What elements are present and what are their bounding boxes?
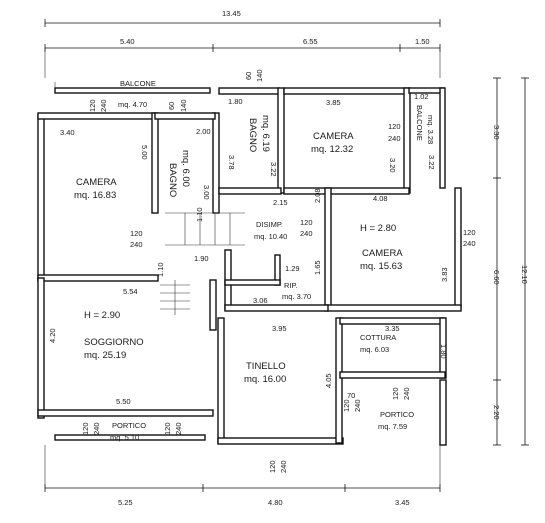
opening-10-h: 240 (130, 240, 143, 249)
balcone-right-area: mq. 3.28 (426, 115, 435, 144)
right-dim-2: 6.60 (492, 270, 501, 285)
dim-500: 5.00 (140, 145, 149, 160)
dim-322b: 3.22 (427, 155, 436, 170)
opening-6-h: 240 (279, 460, 288, 473)
dim-385: 3.85 (326, 98, 341, 107)
dim-60: 60 (244, 72, 253, 80)
dim-70: 70 (347, 391, 355, 400)
opening-3-w: 120 (463, 228, 476, 237)
top-dim-3: 1.50 (415, 37, 430, 46)
tinello-name: TINELLO (246, 361, 286, 372)
soggiorno-name: SOGGIORNO (84, 337, 144, 348)
opening-8-h: 240 (353, 399, 362, 412)
stairs (160, 212, 245, 315)
bagno1-name: BAGNO (167, 163, 178, 197)
dim-550: 5.50 (116, 397, 131, 406)
dim-140: 140 (255, 69, 264, 82)
camera-top-name: CAMERA (313, 131, 354, 142)
camera-right-name: CAMERA (362, 248, 403, 259)
bottom-dim-1: 5.25 (118, 498, 133, 507)
soggiorno-area: mq. 25.19 (84, 350, 126, 361)
dim-200: 2.00 (196, 127, 211, 136)
camera-right-height: H = 2.80 (360, 223, 396, 234)
opening-9-h: 240 (300, 229, 313, 238)
bagno1-area: mq. 6.00 (180, 150, 191, 187)
opening-4-w: 120 (81, 422, 90, 435)
opening-7-w: 120 (391, 387, 400, 400)
opening-5-h: 240 (174, 422, 183, 435)
opening-8-w: 120 (342, 399, 351, 412)
disimp-area: mq. 10.40 (254, 232, 287, 241)
dim-306: 3.06 (253, 296, 268, 305)
dim-180b: 1.80 (439, 344, 448, 359)
openings: 120 240 120 240 120 240 120 240 120 240 … (81, 99, 476, 473)
opening-2-w: 120 (388, 122, 401, 131)
top-dim-2: 6.55 (303, 37, 318, 46)
overall-width-label: 13.45 (222, 9, 241, 18)
dim-165: 1.65 (313, 260, 322, 275)
dim-554: 5.54 (123, 287, 138, 296)
dim-340: 3.40 (60, 128, 75, 137)
opening-1-w: 120 (88, 99, 97, 112)
camera-top-area: mq. 12.32 (311, 144, 353, 155)
cottura-area: mq. 6.03 (360, 345, 389, 354)
dim-110b: 1.10 (156, 262, 165, 277)
opening-5-w: 120 (163, 422, 172, 435)
dim-383: 3.83 (440, 267, 449, 282)
opening-3-h: 240 (463, 239, 476, 248)
bagno2-name: BAGNO (247, 118, 258, 152)
bottom-dim-2: 4.80 (268, 498, 283, 507)
opening-9-w: 120 (300, 218, 313, 227)
opening-6-w: 120 (268, 460, 277, 473)
dim-408: 4.08 (373, 194, 388, 203)
camera-left-name: CAMERA (76, 177, 117, 188)
balcone-right-name: BALCONE (415, 105, 424, 141)
dim-405: 4.05 (324, 373, 333, 388)
opening-7-h: 240 (402, 387, 411, 400)
dimension-lines (44, 19, 529, 492)
dim-215: 2.15 (273, 198, 288, 207)
disimp-name: DISIMP. (256, 220, 283, 229)
dim-335: 3.35 (385, 324, 400, 333)
right-total-dim: 12.10 (520, 265, 529, 284)
walls (37, 82, 462, 446)
balcone-top-name: BALCONE (120, 79, 156, 88)
dim-300: 3.00 (202, 185, 211, 200)
rip-area: mq. 3.70 (282, 292, 311, 301)
dim-102: 1.02 (414, 92, 429, 101)
portico-left-name: PORTICO (112, 421, 146, 430)
dim-190: 1.90 (194, 254, 209, 263)
soggiorno-height: H = 2.90 (84, 310, 120, 321)
opening-2-h: 240 (388, 134, 401, 143)
bagno2-area: mq. 6.19 (260, 115, 271, 152)
tinello-area: mq. 16.00 (244, 374, 286, 385)
right-dim-3: 2.20 (492, 405, 501, 420)
dim-110: 1.10 (195, 207, 204, 222)
camera-left-area: mq. 16.83 (74, 190, 116, 201)
portico-left-area: mq. 5.10 (110, 433, 139, 442)
bottom-dim-3: 3.45 (395, 498, 410, 507)
portico-right-name: PORTICO (380, 410, 414, 419)
dim-129: 1.29 (285, 264, 300, 273)
balcone-top-area: mq. 4.70 (118, 100, 147, 109)
dim-322: 3.22 (269, 162, 278, 177)
top-dim-1: 5.40 (120, 37, 135, 46)
right-dim-1: 3.30 (492, 125, 501, 140)
portico-right-area: mq. 7.59 (378, 422, 407, 431)
cottura-name: COTTURA (360, 333, 396, 342)
camera-right-area: mq. 15.63 (360, 261, 402, 272)
dim-140b: 140 (179, 99, 188, 112)
opening-4-h: 240 (92, 422, 101, 435)
opening-1-h: 240 (99, 99, 108, 112)
dim-180: 1.80 (228, 97, 243, 106)
dim-395: 3.95 (272, 324, 287, 333)
dim-208: 2.08 (313, 188, 322, 203)
dim-420: 4.20 (48, 328, 57, 343)
dim-378: 3.78 (227, 155, 236, 170)
rip-name: RIP. (284, 281, 298, 290)
dim-60b: 60 (167, 102, 176, 110)
dim-320: 3.20 (388, 158, 397, 173)
opening-10-w: 120 (130, 229, 143, 238)
